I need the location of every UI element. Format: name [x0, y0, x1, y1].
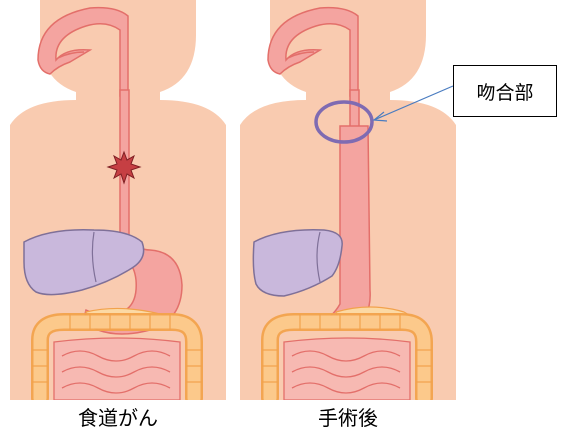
anastomosis-callout: 吻合部: [453, 65, 557, 117]
caption-before: 食道がん: [10, 405, 226, 431]
callout-label: 吻合部: [476, 78, 533, 105]
caption-after: 手術後: [240, 405, 456, 431]
